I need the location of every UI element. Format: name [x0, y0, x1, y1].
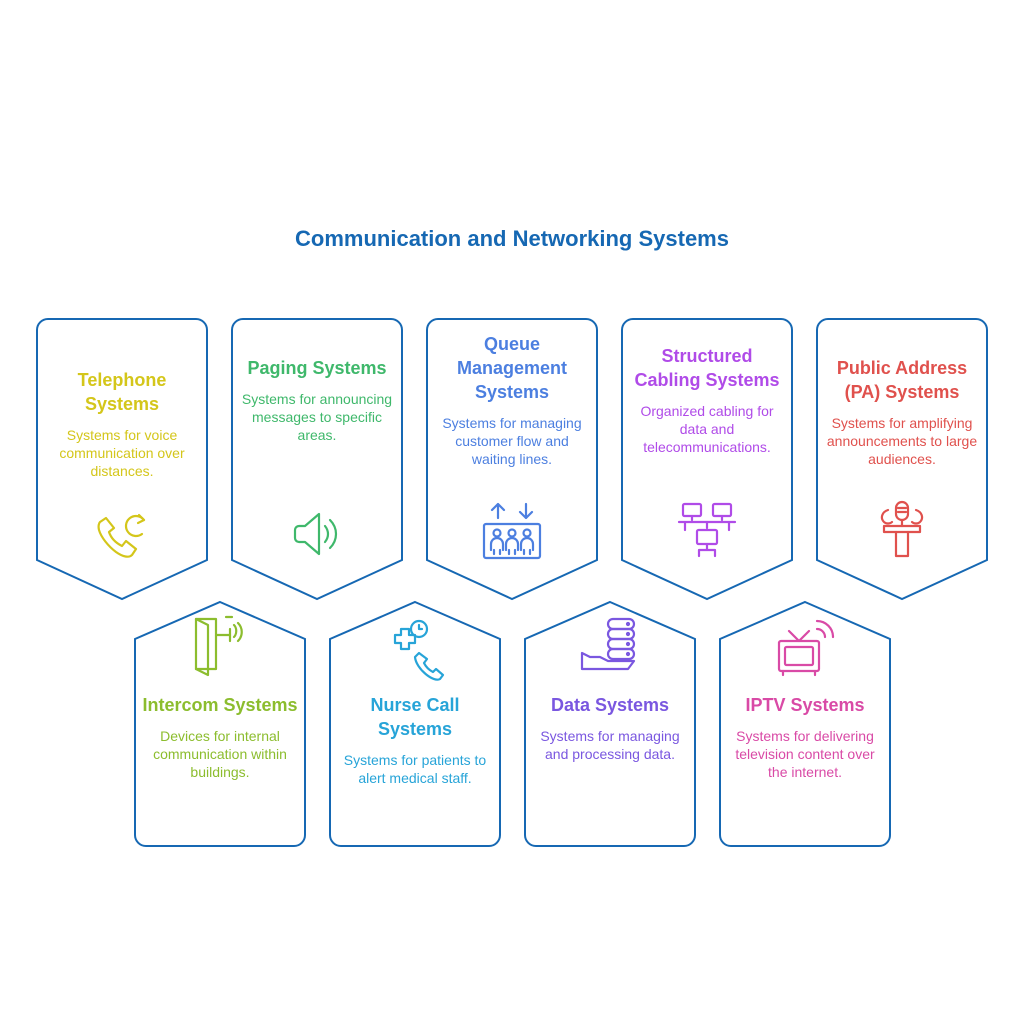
- database-hand-icon: [578, 613, 642, 677]
- card-title: Data Systems: [550, 695, 670, 715]
- networked-computers-icon: [675, 498, 739, 562]
- card-nurse-call: Nurse Call Systems Systems for patients …: [329, 583, 501, 865]
- medical-call-icon: [383, 617, 447, 681]
- card-description: Systems for delivering television conten…: [735, 728, 875, 780]
- card-title: Paging Systems: [247, 358, 387, 378]
- card-description: Systems for patients to alert medical st…: [343, 752, 487, 786]
- card-intercom: Intercom Systems Devices for internal co…: [134, 583, 306, 865]
- card-iptv: IPTV Systems Systems for delivering tele…: [719, 583, 891, 865]
- card-structured-cabling: Structured Cabling Systems Organized cab…: [621, 318, 793, 601]
- page-title: Communication and Networking Systems: [295, 226, 729, 251]
- card-title: Intercom Systems: [142, 695, 298, 715]
- queue-people-icon: [480, 498, 544, 562]
- card-title: Queue Management Systems: [456, 334, 568, 402]
- speaker-icon: [285, 502, 349, 566]
- card-title: Public Address (PA) Systems: [836, 358, 968, 402]
- card-queue: Queue Management Systems Systems for man…: [426, 318, 598, 601]
- podium-microphone-icon: [870, 498, 934, 562]
- card-paging: Paging Systems Systems for announcing me…: [231, 318, 403, 601]
- card-description: Systems for voice communication over dis…: [59, 427, 185, 479]
- card-description: Devices for internal communication withi…: [153, 728, 287, 780]
- card-description: Systems for announcing messages to speci…: [241, 391, 393, 443]
- tv-signal-icon: [773, 617, 837, 681]
- card-title: Structured Cabling Systems: [634, 346, 780, 390]
- phone-refresh-icon: [90, 506, 154, 570]
- card-data-systems: Data Systems Systems for managing and pr…: [524, 583, 696, 865]
- card-telephone: Telephone Systems Systems for voice comm…: [36, 318, 208, 601]
- card-public-address: Public Address (PA) Systems Systems for …: [816, 318, 988, 601]
- card-description: Organized cabling for data and telecommu…: [640, 403, 774, 455]
- card-description: Systems for managing and processing data…: [540, 728, 680, 762]
- card-title: IPTV Systems: [745, 695, 865, 715]
- door-intercom-icon: [188, 613, 252, 677]
- card-title: Nurse Call Systems: [370, 695, 460, 739]
- card-description: Systems for managing customer flow and w…: [442, 415, 582, 467]
- card-description: Systems for amplifying announcements to …: [826, 415, 978, 467]
- card-title: Telephone Systems: [77, 370, 167, 414]
